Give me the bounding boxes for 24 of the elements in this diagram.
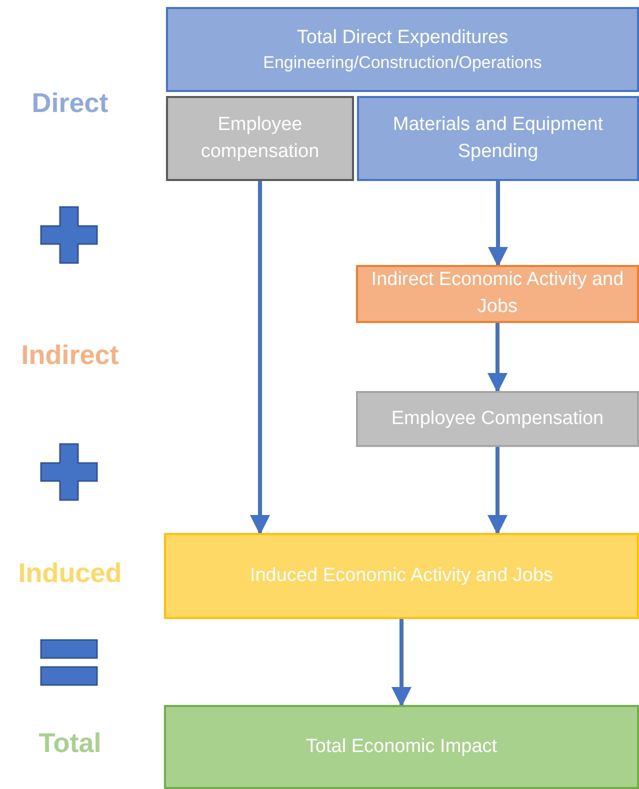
box-title: Total Direct Expenditures — [296, 26, 508, 50]
box-title: Materials and Equipment Spending — [392, 112, 604, 164]
box-title: Induced Economic Activity and Jobs — [250, 564, 554, 588]
arrow — [488, 447, 508, 535]
process-box — [356, 265, 639, 323]
process-box — [164, 705, 639, 789]
stage-label: Direct — [30, 88, 110, 119]
arrow — [488, 323, 508, 393]
box-title: Indirect Economic Activity and Jobs — [370, 268, 625, 319]
box-title: Employee Compensation — [391, 406, 604, 431]
process-box — [166, 96, 354, 181]
process-box — [357, 96, 639, 181]
arrow — [250, 181, 270, 535]
process-box — [164, 533, 639, 619]
box-subtitle: Engineering/Construction/Operations — [263, 52, 542, 74]
stage-label: Indirect — [20, 340, 120, 371]
stage-label: Induced — [17, 558, 123, 589]
arrow — [392, 619, 412, 707]
arrow — [488, 181, 508, 267]
stage-label: Total — [38, 728, 102, 759]
process-box — [166, 7, 639, 92]
process-box — [356, 391, 639, 447]
box-title: Employee compensation — [200, 112, 320, 164]
box-title: Total Economic Impact — [306, 734, 498, 759]
